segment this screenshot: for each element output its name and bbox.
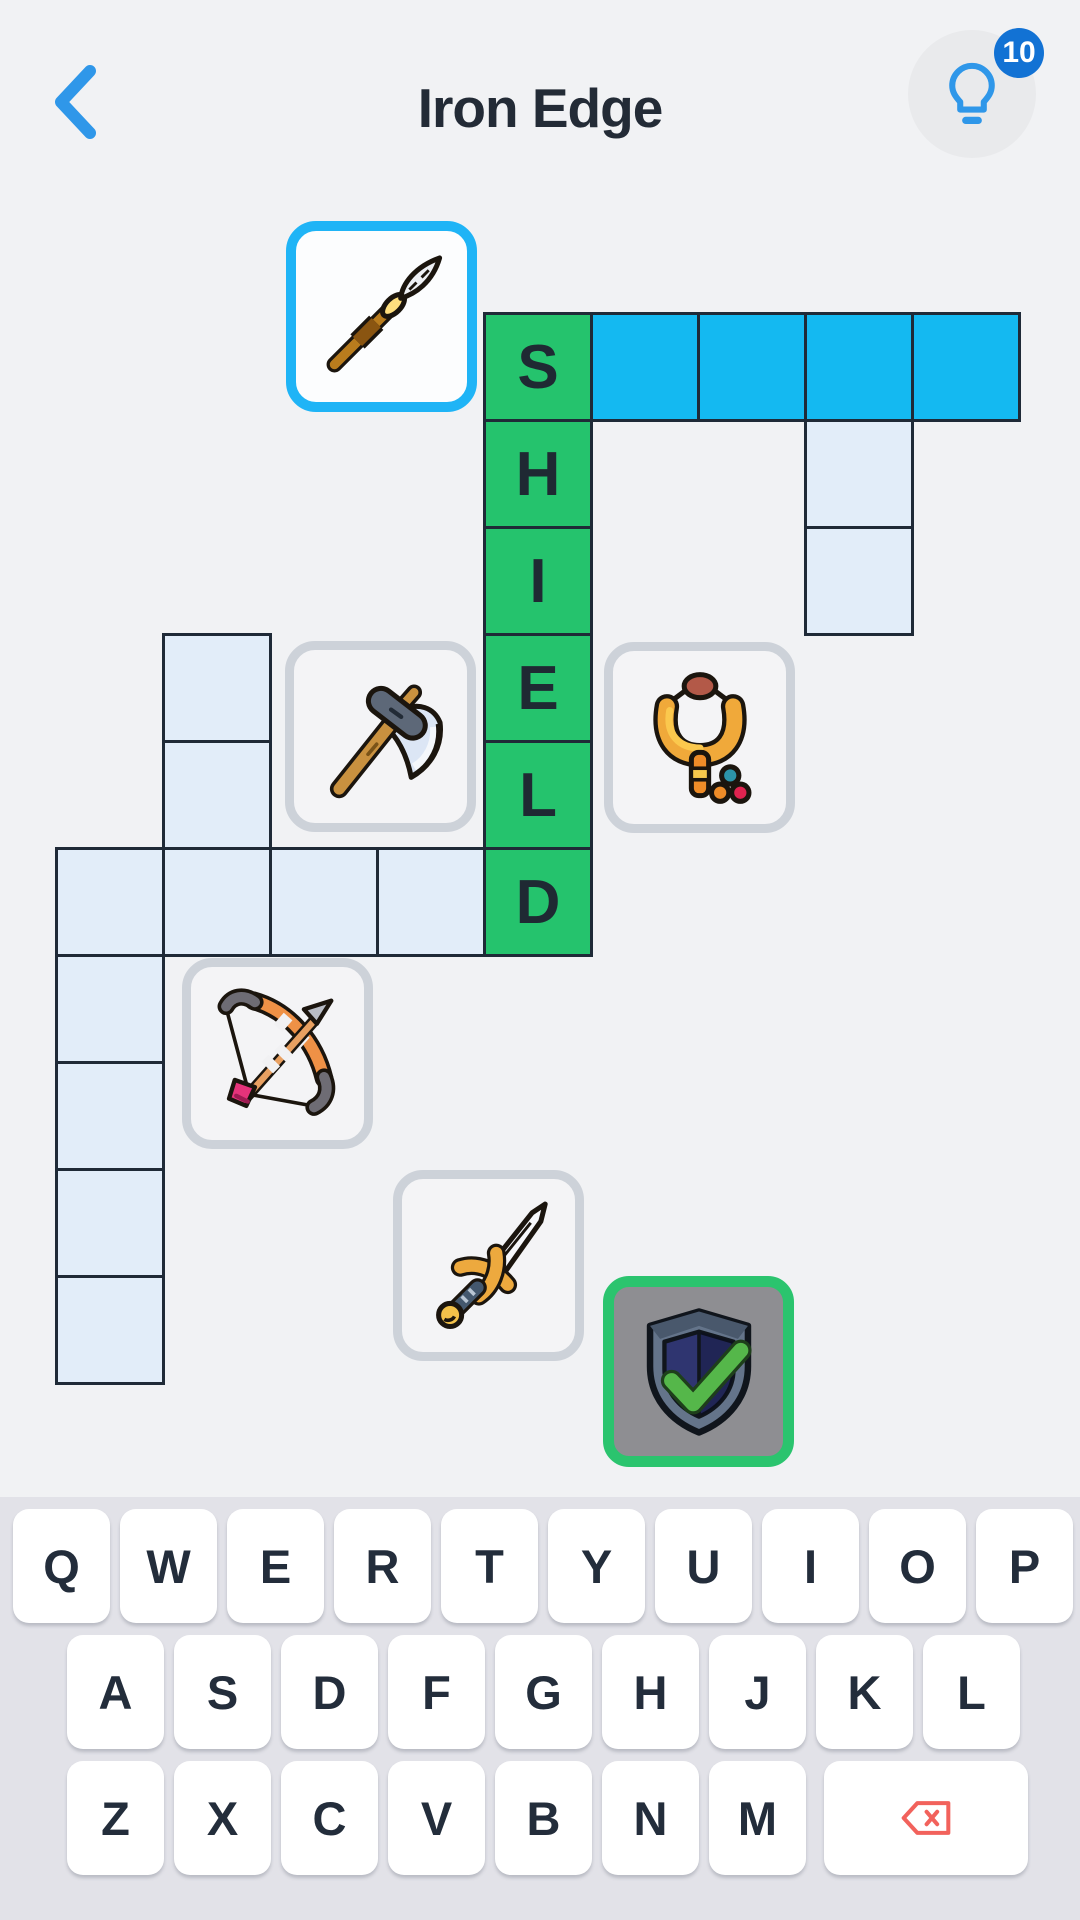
grid-cell-solved[interactable]: E	[483, 633, 593, 743]
bow-and-arrow-icon	[217, 987, 335, 1116]
grid-cell-solved[interactable]: I	[483, 526, 593, 636]
key-z[interactable]: Z	[67, 1761, 164, 1875]
key-u[interactable]: U	[655, 1509, 752, 1623]
key-q[interactable]: Q	[13, 1509, 110, 1623]
grid-cell-empty[interactable]	[162, 740, 272, 850]
grid-cell-empty[interactable]	[269, 847, 379, 957]
key-d[interactable]: D	[281, 1635, 378, 1749]
key-k[interactable]: K	[816, 1635, 913, 1749]
key-t[interactable]: T	[441, 1509, 538, 1623]
grid-cell-empty[interactable]	[162, 633, 272, 743]
key-v[interactable]: V	[388, 1761, 485, 1875]
backspace-icon	[901, 1801, 951, 1835]
grid-cell-solved[interactable]: D	[483, 847, 593, 957]
grid-cell-empty[interactable]	[804, 419, 914, 529]
axe-icon	[329, 683, 443, 798]
key-f[interactable]: F	[388, 1635, 485, 1749]
key-h[interactable]: H	[602, 1635, 699, 1749]
grid-cell-empty[interactable]	[376, 847, 486, 957]
key-i[interactable]: I	[762, 1509, 859, 1623]
grid-cell-active[interactable]	[911, 312, 1021, 422]
key-g[interactable]: G	[495, 1635, 592, 1749]
key-m[interactable]: M	[709, 1761, 806, 1875]
hint-count-badge: 10	[994, 28, 1044, 78]
key-p[interactable]: P	[976, 1509, 1073, 1623]
key-backspace[interactable]	[824, 1761, 1028, 1875]
cell-letter: E	[517, 653, 559, 723]
key-s[interactable]: S	[174, 1635, 271, 1749]
key-b[interactable]: B	[495, 1761, 592, 1875]
key-w[interactable]: W	[120, 1509, 217, 1623]
grid-cell-empty[interactable]	[55, 1275, 165, 1385]
key-e[interactable]: E	[227, 1509, 324, 1623]
clue-tile-bow[interactable]	[182, 958, 373, 1149]
slingshot-icon	[652, 671, 751, 804]
grid-cell-empty[interactable]	[55, 954, 165, 1064]
lightbulb-icon	[949, 62, 995, 125]
cell-letter: D	[515, 867, 561, 937]
grid-cell-solved[interactable]: H	[483, 419, 593, 529]
spear-icon	[326, 254, 442, 372]
key-y[interactable]: Y	[548, 1509, 645, 1623]
grid-cell-active[interactable]	[590, 312, 700, 422]
grid-cell-empty[interactable]	[55, 1168, 165, 1278]
key-n[interactable]: N	[602, 1761, 699, 1875]
key-a[interactable]: A	[67, 1635, 164, 1749]
clue-tile-spear[interactable]	[286, 221, 477, 412]
key-x[interactable]: X	[174, 1761, 271, 1875]
hint-button[interactable]: 10	[908, 28, 1044, 158]
cell-letter: H	[515, 439, 561, 509]
clue-tile-shield[interactable]	[603, 1276, 794, 1467]
grid-cell-empty[interactable]	[55, 847, 165, 957]
key-c[interactable]: C	[281, 1761, 378, 1875]
sword-icon	[435, 1201, 548, 1329]
grid-cell-empty[interactable]	[55, 1061, 165, 1171]
chevron-left-icon	[55, 65, 96, 139]
grid-cell-solved[interactable]: S	[483, 312, 593, 422]
grid-cell-empty[interactable]	[162, 847, 272, 957]
key-r[interactable]: R	[334, 1509, 431, 1623]
grid-cell-active[interactable]	[697, 312, 807, 422]
clue-tile-sword[interactable]	[393, 1170, 584, 1361]
grid-cell-solved[interactable]: L	[483, 740, 593, 850]
back-button[interactable]	[38, 56, 114, 148]
key-j[interactable]: J	[709, 1635, 806, 1749]
cell-letter: I	[529, 546, 547, 616]
key-o[interactable]: O	[869, 1509, 966, 1623]
grid-cell-empty[interactable]	[804, 526, 914, 636]
page-title: Iron Edge	[417, 77, 664, 139]
clue-tile-axe[interactable]	[285, 641, 476, 832]
cell-letter: S	[517, 332, 559, 402]
shield-check-icon	[646, 1307, 752, 1436]
grid-cell-active[interactable]	[804, 312, 914, 422]
cell-letter: L	[519, 760, 557, 830]
clue-tile-slingshot[interactable]	[604, 642, 795, 833]
key-l[interactable]: L	[923, 1635, 1020, 1749]
